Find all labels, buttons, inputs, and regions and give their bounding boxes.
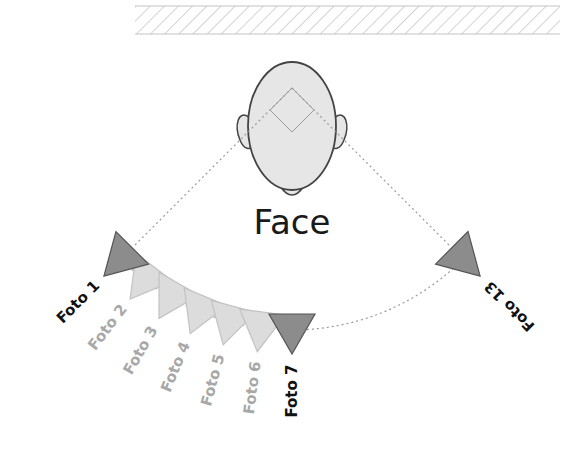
photo-label: Foto 7 — [285, 364, 300, 417]
cameras — [104, 232, 480, 354]
photo-label: Foto 6 — [242, 361, 264, 416]
photo-label: Foto 13 — [482, 278, 538, 334]
photo-label: Foto 3 — [121, 323, 161, 376]
sight-lines — [121, 88, 463, 330]
photo-label: Foto 2 — [86, 302, 130, 353]
subject-label: Face — [254, 205, 331, 239]
camera-symbol — [436, 232, 481, 277]
camera-symbol — [104, 232, 149, 277]
camera-symbol — [269, 314, 315, 354]
photo-label: Foto 5 — [200, 353, 228, 408]
photo-label: Foto 4 — [159, 340, 193, 395]
photo-label: Foto 1 — [54, 278, 102, 326]
head — [237, 62, 347, 195]
wall — [135, 6, 560, 34]
